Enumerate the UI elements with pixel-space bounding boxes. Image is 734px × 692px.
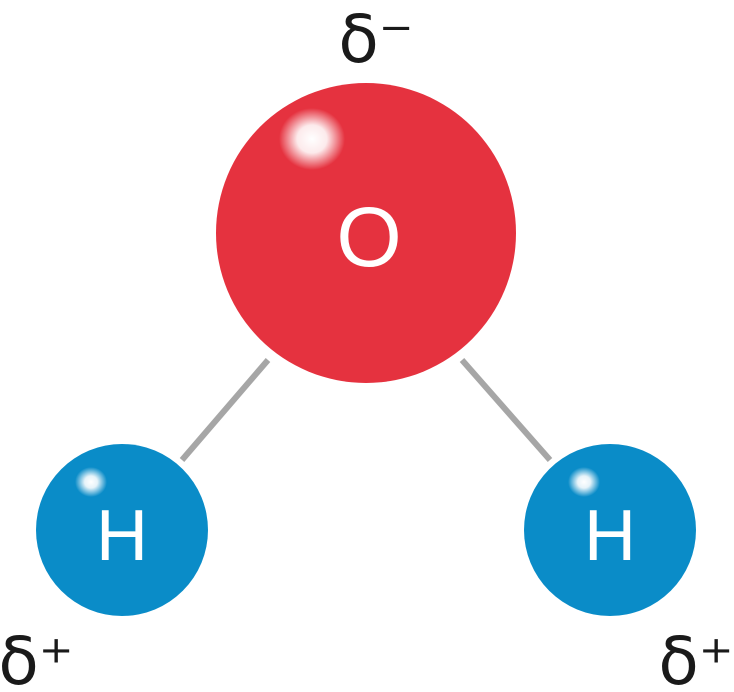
hydrogen-left-highlight — [75, 467, 107, 497]
oxygen-symbol: O — [336, 190, 401, 284]
oxygen-highlight — [279, 108, 345, 170]
hydrogen-right-sphere — [524, 444, 696, 616]
hydrogen-right-charge-label: δ⁺ — [658, 623, 733, 692]
hydrogen-right-symbol: H — [584, 496, 636, 576]
hydrogen-left-symbol: H — [96, 496, 148, 576]
oxygen-atom: O — [216, 83, 516, 383]
hydrogen-right-highlight — [568, 467, 600, 497]
hydrogen-left-charge-label: δ⁺ — [0, 623, 74, 692]
oxygen-charge-label: δ⁻ — [338, 1, 413, 78]
hydrogen-atom-right: H — [524, 444, 696, 616]
bond-left — [179, 358, 271, 462]
bond-right — [459, 358, 553, 462]
hydrogen-atom-left: H — [36, 444, 208, 616]
